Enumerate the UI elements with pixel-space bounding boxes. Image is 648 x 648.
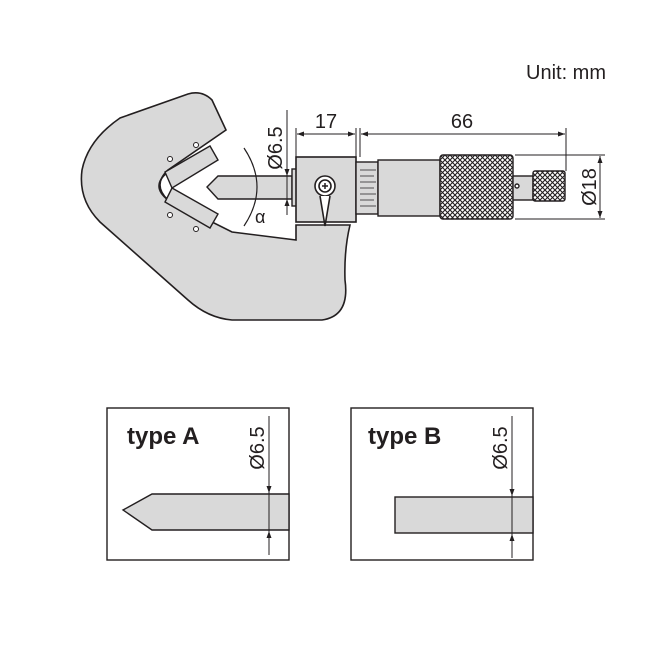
head-block — [295, 156, 357, 227]
thimble-length-label: 66 — [451, 111, 473, 133]
spindle — [206, 168, 301, 207]
type-a-panel: type A Ø6.5 — [106, 407, 290, 561]
thimble — [355, 154, 566, 220]
type-a-diameter-label: Ø6.5 — [247, 426, 269, 469]
anvil-diameter-label: Ø6.5 — [265, 126, 287, 169]
v-jaws — [164, 145, 219, 229]
angle-arc — [243, 147, 258, 227]
angle-label: α — [255, 207, 265, 227]
type-b-panel: type B Ø6.5 — [350, 407, 534, 561]
type-b-title: type B — [368, 423, 441, 450]
type-b-diameter-label: Ø6.5 — [490, 426, 512, 469]
jaw-holes — [167, 142, 199, 232]
head-length-label: 17 — [315, 111, 337, 133]
unit-label: Unit: mm — [526, 62, 606, 84]
thimble-diameter-label: Ø18 — [579, 168, 601, 206]
dimension-lines — [284, 110, 605, 220]
type-a-title: type A — [127, 423, 199, 450]
